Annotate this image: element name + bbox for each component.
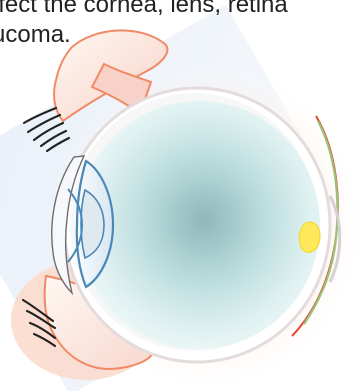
eye-cross-section-illustration: [0, 0, 360, 391]
eye-illustration-page: ffect the cornea, lens, retina ucoma.: [0, 0, 360, 391]
